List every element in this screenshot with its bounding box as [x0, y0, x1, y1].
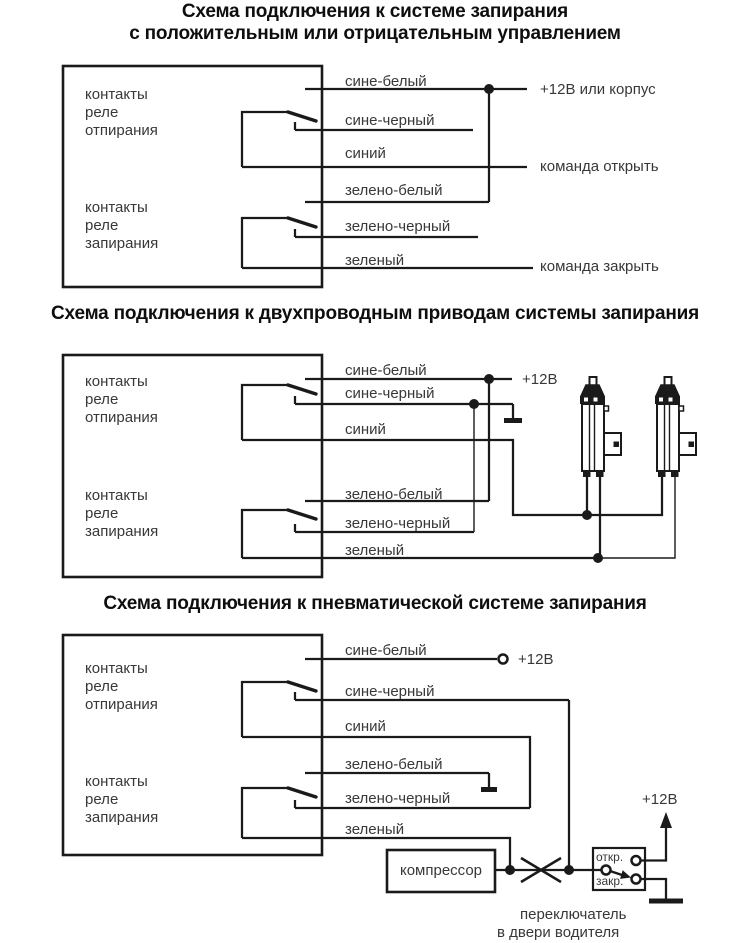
wire-label-blue-white: сине-белый [345, 73, 427, 90]
switch-caption-line2: в двери водителя [497, 924, 620, 941]
valve-icon [520, 856, 562, 884]
wire-blue [242, 735, 532, 808]
wire-label-blue-black: сине-черный [345, 112, 435, 129]
relay-switch-arm-icon [286, 508, 318, 521]
wire-label-green-white: зелено-белый [345, 486, 443, 503]
relay-contacts-box [61, 64, 324, 289]
switch-arm [609, 869, 623, 877]
junction-dot [484, 374, 494, 384]
wire-label-blue: синий [345, 718, 386, 735]
relay-switch-arm-icon [286, 680, 318, 693]
door-lock-actuator-icon [653, 375, 698, 479]
relay-switch-arm-icon [286, 110, 318, 123]
diagram1-title-line1: Схема подключения к системе запирания [181, 1, 569, 22]
switch-open-label: откр. [596, 850, 624, 864]
wire-label-green: зеленый [345, 821, 405, 838]
wire-label-green-white: зелено-белый [345, 756, 443, 773]
wire-label-blue: синий [345, 145, 386, 162]
wire-green-black [293, 229, 478, 239]
diagram1-lines [61, 64, 533, 289]
relay-unlock-label: контакты реле отпирания [85, 86, 158, 139]
diagram3-title: Схема подключения к пневматической систе… [103, 593, 647, 614]
relay-switch-arm-icon [286, 383, 318, 396]
wire-blue-black [293, 122, 473, 132]
diagram2-title: Схема подключения к двухпроводным привод… [51, 303, 699, 324]
relay-switch-arm-icon [286, 786, 318, 799]
wire-label-green: зеленый [345, 252, 405, 269]
wire-green-white [305, 771, 491, 787]
wire-label-green-black: зелено-черный [345, 218, 451, 235]
relay-switch-icon [240, 786, 288, 838]
relay-switch-icon [240, 383, 288, 440]
junction-dot [469, 399, 479, 409]
diagram3-lines [61, 633, 683, 904]
junction-dot [484, 84, 494, 94]
relay-lock-label: контакты реле запирания [85, 773, 159, 826]
wire-label-green-black: зелено-черный [345, 515, 451, 532]
switch-open-terminal [630, 854, 642, 867]
switch-common-terminal [600, 864, 612, 876]
terminal-circle [497, 653, 509, 665]
relay-contacts-box [61, 353, 324, 579]
junction-dot [505, 865, 515, 875]
relay-lock-label: контакты реле запирания [85, 199, 159, 252]
switch-close-terminal [630, 873, 642, 885]
switch-close-wire [640, 877, 668, 899]
junction-dot [564, 865, 574, 875]
junction-dot [593, 553, 603, 563]
wire-label-blue: синий [345, 421, 386, 438]
wire-green-black [293, 800, 530, 810]
wire-green [242, 836, 512, 870]
switch-open-wire [640, 826, 668, 862]
power-label-switch: +12В [642, 791, 678, 808]
relay-switch-arm-icon [286, 216, 318, 229]
compressor-box [385, 848, 497, 894]
open-command-label: команда открыть [540, 158, 659, 175]
switch-close-label: закр. [596, 874, 624, 888]
power-label: +12В или корпус [540, 81, 656, 98]
relay-switch-icon [240, 508, 288, 558]
close-command-label: команда закрыть [540, 258, 659, 275]
power-label: +12В [522, 371, 558, 388]
relay-contacts-box [61, 633, 324, 857]
relay-switch-icon [240, 680, 288, 737]
power-label-top: +12В [518, 651, 554, 668]
relay-switch-icon [240, 110, 288, 167]
wire-green-black [293, 524, 474, 534]
door-lock-actuator-icon [579, 376, 622, 477]
wire-label-blue-black: сине-черный [345, 683, 435, 700]
wire-label-blue-white: сине-белый [345, 642, 427, 659]
wire-label-green-black: зелено-черный [345, 790, 451, 807]
wire-label-blue-white: сине-белый [345, 362, 427, 379]
relay-unlock-label: контакты реле отпирания [85, 373, 158, 426]
relay-lock-label: контакты реле запирания [85, 487, 159, 540]
wire-blue-black [293, 692, 569, 702]
switch-arm-arrowhead-icon [620, 870, 631, 879]
wire-label-green: зеленый [345, 542, 405, 559]
diagram2-lines [61, 353, 698, 579]
wire-blue [242, 438, 664, 517]
relay-switch-icon [240, 216, 288, 268]
junction-dot [582, 510, 592, 520]
wire-label-blue-black: сине-черный [345, 385, 435, 402]
wire-label-green-white: зелено-белый [345, 182, 443, 199]
arrow-up-icon [660, 812, 672, 828]
switch-caption-line1: переключатель [520, 906, 627, 923]
compressor-label: компрессор [399, 862, 483, 879]
relay-unlock-label: контакты реле отпирания [85, 660, 158, 713]
wire-green-ext [598, 477, 676, 559]
diagram1-title-line2: с положительным или отрицательным управл… [129, 23, 621, 44]
